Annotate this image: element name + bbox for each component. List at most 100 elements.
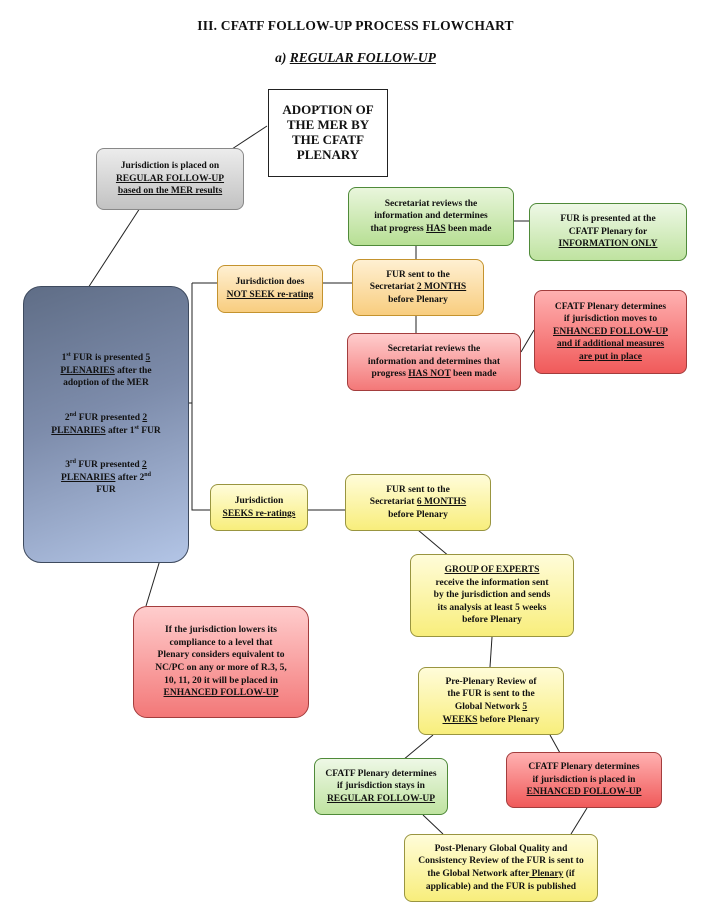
placed-in-enhanced-box: CFATF Plenary determines if jurisdiction… (506, 752, 662, 808)
txt: 2 (142, 460, 147, 471)
box-text: NOT SEEK re-rating (226, 290, 314, 300)
connector (422, 814, 444, 835)
fur-sent-6-months-box: FUR sent to the Secretariat 6 MONTHS bef… (345, 474, 491, 531)
box-text: receive the information sent (435, 577, 549, 588)
box-text: by the jurisdiction and sends (433, 590, 551, 601)
adoption-line: ADOPTION OF (282, 102, 374, 118)
first-fur-text: 1st FUR is presented 5 PLENARIES after t… (60, 352, 151, 390)
txt: nd (144, 471, 151, 478)
txt: before Plenary (477, 714, 540, 725)
box-text: if jurisdiction moves to (563, 314, 658, 325)
information-only-box: FUR is presented at the CFATF Plenary fo… (529, 203, 687, 261)
txt: st (66, 352, 71, 359)
pre-plenary-review-box: Pre-Plenary Review of the FUR is sent to… (418, 667, 564, 735)
box-text: SEEKS re-ratings (222, 508, 296, 519)
txt: rd (69, 458, 76, 465)
group-of-experts-box: GROUP OF EXPERTS receive the information… (410, 554, 574, 637)
connector (231, 125, 268, 150)
box-text: the FUR is sent to the (447, 689, 535, 700)
box-text: FUR is presented at the (560, 214, 656, 225)
connector (549, 734, 561, 754)
txt: 2 (64, 412, 70, 423)
box-text: Consistency Review of the FUR is sent to (418, 856, 584, 867)
box-text: CFATF Plenary determines (325, 768, 437, 779)
connector (489, 636, 493, 668)
txt: the Global Network after (427, 869, 530, 879)
box-text: Jurisdiction (234, 495, 284, 506)
brace-bottom (191, 403, 210, 511)
box-text: before Plenary (388, 294, 448, 305)
txt: Global Network (454, 702, 523, 712)
txt: that progress (370, 223, 427, 234)
txt: Plenary (529, 869, 564, 879)
fur-sent-2-months-box: FUR sent to the Secretariat 2 MONTHS bef… (352, 259, 484, 316)
txt: FUR (96, 485, 116, 496)
txt: PLENARIES (61, 472, 116, 483)
connector (145, 559, 161, 607)
connector (520, 329, 535, 353)
not-seek-rerating-box: Jurisdiction does NOT SEEK re-rating (217, 265, 323, 313)
txt: FUR (138, 425, 161, 436)
box-text: ENHANCED FOLLOW-UP (163, 688, 279, 699)
box-text: CFATF Plenary determines (528, 762, 640, 773)
box-text: its analysis at least 5 weeks (437, 602, 547, 613)
txt: Secretariat (369, 282, 417, 293)
box-text: and if additional measures (556, 339, 665, 350)
txt: after the (114, 365, 152, 376)
stays-in-regular-box: CFATF Plenary determines if jurisdiction… (314, 758, 448, 815)
txt: FOLLOW-UP (607, 326, 668, 337)
box-text: Jurisdiction is placed on (120, 161, 220, 172)
txt: WEEKS (442, 714, 478, 725)
txt: been made (445, 223, 492, 234)
box-text: GROUP OF EXPERTS (444, 565, 540, 576)
txt: 5 (522, 702, 528, 712)
seeks-rerating-box: Jurisdiction SEEKS re-ratings (210, 484, 308, 531)
connector (417, 529, 451, 558)
box-text: before Plenary (462, 615, 522, 626)
lowers-compliance-box: If the jurisdiction lowers its complianc… (133, 606, 309, 718)
txt: (if (563, 869, 575, 879)
box-text: compliance to a level that (169, 637, 273, 648)
box-text: Secretariat reviews the (387, 344, 481, 355)
txt: PLENARIES (60, 365, 115, 376)
txt: been made (450, 369, 497, 380)
progress-has-not-been-made-box: Secretariat reviews the information and … (347, 333, 521, 391)
txt: ENHANCED (553, 326, 608, 337)
box-text: if jurisdiction stays in (337, 781, 425, 792)
box-text: REGULAR FOLLOW-UP (326, 793, 436, 804)
adoption-line: PLENARY (296, 146, 360, 162)
connector (570, 807, 588, 835)
adoption-line: THE CFATF (291, 132, 365, 147)
box-text: CFATF Plenary determines (554, 301, 667, 312)
txt: 2 (142, 412, 148, 423)
post-plenary-review-box: Post-Plenary Global Quality and Consiste… (404, 834, 598, 902)
box-text: Post-Plenary Global Quality and (434, 843, 568, 854)
box-text: 10, 11, 20 it will be placed in (164, 675, 278, 686)
txt: after 2 (115, 472, 145, 483)
third-fur-text: 3rd FUR presented 2 PLENARIES after 2nd … (61, 459, 151, 497)
box-text: Plenary considers equivalent to (157, 650, 285, 661)
txt: st (134, 424, 139, 431)
box-text: FUR sent to the (386, 269, 450, 280)
box-text: information and determines (374, 211, 488, 222)
txt: HAS NOT (408, 369, 451, 380)
box-text: Pre-Plenary Review of (445, 676, 537, 687)
box-text: applicable) and the FUR is published (425, 881, 577, 892)
adoption-line: THE MER BY (286, 117, 370, 133)
txt: adoption of the MER (63, 378, 149, 389)
txt: after 1 (105, 425, 135, 436)
fur-schedule-box: 1st FUR is presented 5 PLENARIES after t… (23, 286, 189, 563)
txt: HAS (426, 223, 446, 234)
txt: FUR is presented (70, 353, 146, 364)
moves-to-enhanced-box: CFATF Plenary determines if jurisdiction… (534, 290, 687, 374)
txt: PLENARIES (51, 425, 106, 436)
txt: 2 MONTHS (416, 282, 467, 293)
txt: 5 (145, 353, 151, 364)
txt: 3 (65, 460, 70, 471)
box-text: CFATF Plenary for (568, 226, 648, 237)
box-text: ENHANCED FOLLOW-UP (526, 787, 642, 798)
txt: FUR presented (76, 412, 143, 423)
box-text: Secretariat reviews the (384, 198, 478, 209)
box-text: are put in place (579, 351, 642, 362)
